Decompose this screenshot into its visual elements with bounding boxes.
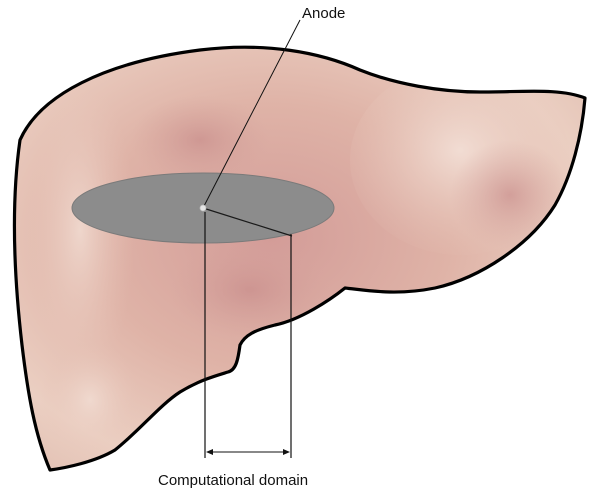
computational-domain-label: Computational domain (158, 472, 308, 489)
anode-point (200, 205, 206, 211)
domain-width-arrow (206, 449, 290, 455)
anode-label: Anode (302, 5, 345, 22)
liver-shape (14, 47, 585, 470)
